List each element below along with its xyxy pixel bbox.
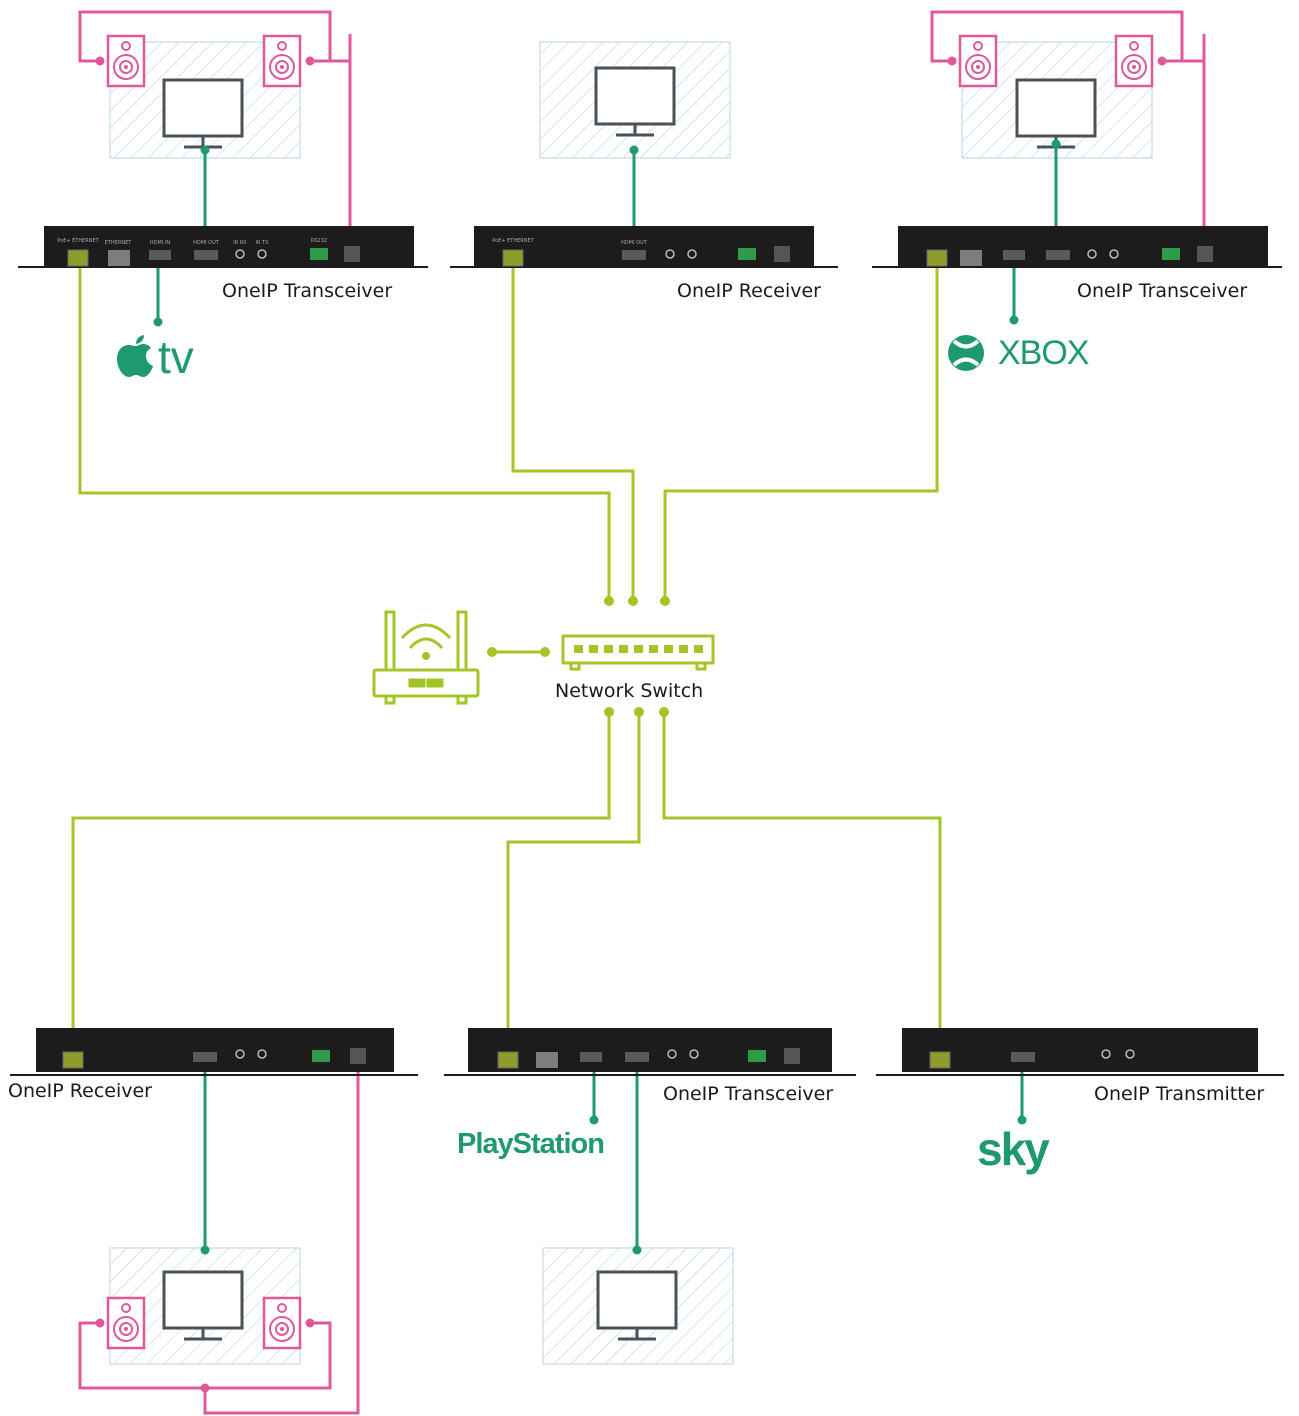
room-bottom-left [106, 1247, 302, 1365]
router-icon [372, 610, 480, 705]
port-label: HDMI IN [150, 240, 170, 246]
port-label: HDMI OUT [193, 240, 220, 246]
monitor-icon [596, 1270, 678, 1341]
port-label: HDMI OUT [621, 240, 648, 246]
device-bottom-left-receiver [10, 1028, 418, 1076]
device-label-top-left: OneIP Transceiver [222, 280, 393, 302]
room-top-left [106, 34, 302, 159]
device-label-bottom-right: OneIP Transmitter [1094, 1083, 1265, 1105]
apple-tv-logo-text: tv [158, 331, 194, 383]
network-switch-icon [561, 634, 715, 671]
device-top-center-receiver: PoE+ ETHERNET HDMI OUT [450, 226, 838, 268]
apple-logo-icon [117, 335, 153, 377]
device-label-top-right: OneIP Transceiver [1077, 280, 1248, 302]
xbox-logo-text: XBOX [998, 334, 1089, 372]
device-top-left-transceiver: PoE+ ETHERNET ETHERNET HDMI IN HDMI OUT … [18, 226, 428, 268]
speaker-icon [262, 34, 302, 88]
device-bottom-right-transmitter [876, 1028, 1284, 1076]
sky-logo-text: sky [977, 1123, 1050, 1175]
room-top-right [958, 34, 1154, 159]
device-label-top-center: OneIP Receiver [677, 280, 821, 302]
network-cables [71, 256, 942, 1040]
port-label: RS232 [311, 238, 327, 244]
speaker-icon [262, 1296, 302, 1350]
room-top-center [539, 41, 731, 159]
port-label: PoE+ ETHERNET [57, 238, 99, 244]
playstation-logo-text: PlayStation [457, 1128, 605, 1160]
device-label-bottom-left: OneIP Receiver [8, 1080, 152, 1102]
xbox-logo-icon [948, 335, 984, 371]
port-label: IR TX [255, 240, 269, 246]
speaker-icon [958, 34, 998, 88]
port-label: ETHERNET [105, 240, 133, 246]
speaker-icon [106, 1296, 146, 1350]
monitor-icon [594, 66, 676, 137]
port-label: IR RX [233, 240, 247, 246]
device-bottom-center-transceiver [444, 1028, 856, 1076]
network-cable-dots [487, 596, 670, 717]
network-switch-label: Network Switch [555, 680, 704, 702]
monitor-icon [1015, 78, 1097, 149]
port-label: PoE+ ETHERNET [492, 238, 534, 244]
monitor-icon [162, 1270, 244, 1341]
device-top-right-transceiver [872, 226, 1282, 268]
room-bottom-center [542, 1247, 734, 1365]
speaker-icon [1114, 34, 1154, 88]
audio-cable-dots [95, 56, 1167, 1393]
hdmi-cable-dots [153, 139, 1061, 1255]
device-label-bottom-center: OneIP Transceiver [663, 1083, 834, 1105]
monitor-icon [162, 78, 244, 149]
speaker-icon [106, 34, 146, 88]
